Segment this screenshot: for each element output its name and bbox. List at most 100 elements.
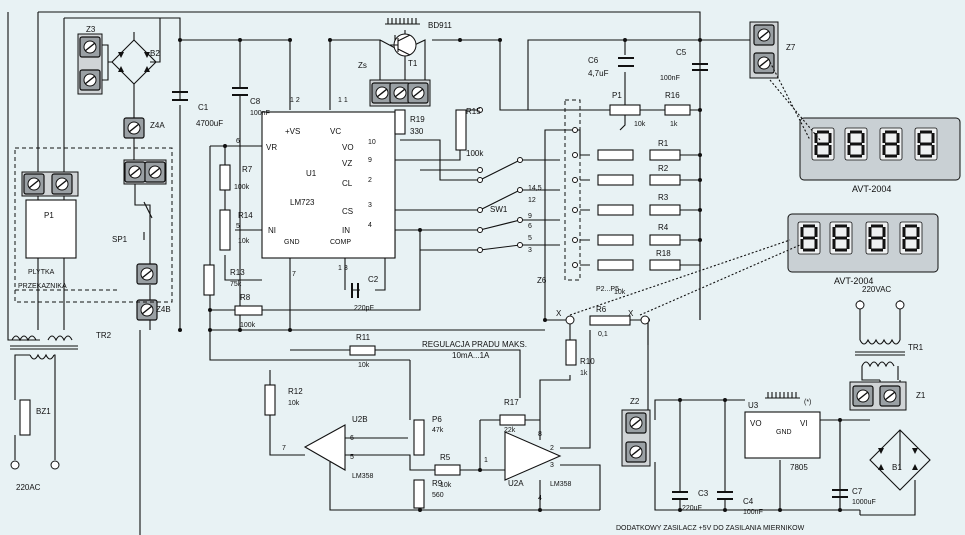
transistor-t1 (390, 33, 417, 57)
display-top-caption: AVT-2004 (852, 184, 891, 194)
label-u1: U1 (306, 169, 317, 178)
label-c7-val: 1000uF (852, 499, 876, 506)
label-tr2: TR2 (96, 331, 112, 340)
label-z4b: Z4B (156, 305, 171, 314)
pin-sw-3: 3 (528, 247, 532, 254)
label-bz1: BZ1 (36, 407, 51, 416)
label-regulation: REGULACJA PRADU MAKS. (422, 340, 527, 349)
pin-u2a-1: 1 (484, 457, 488, 464)
label-b2: B2 (150, 49, 160, 58)
pin-u1-3: 3 (368, 202, 372, 209)
pin-u1-gnd: GND (284, 239, 300, 246)
label-p1-val: 10k (634, 121, 646, 128)
label-r15-val: 100k (466, 149, 484, 158)
ic-u1-lm723 (261, 111, 396, 259)
pin-u2a-2: 2 (550, 445, 554, 452)
terminal-z1 (849, 381, 907, 411)
label-u2b-name: LM358 (352, 473, 374, 480)
label-r1: R1 (658, 139, 669, 148)
label-u2a-name: LM358 (550, 481, 572, 488)
pin-u1-2: 2 (368, 177, 372, 184)
label-z3: Z3 (86, 25, 96, 34)
pin-u3-vi: VI (800, 419, 808, 428)
label-c2: C2 (368, 275, 379, 284)
terminal-z3 (77, 33, 103, 95)
pin-u1-9: 9 (368, 157, 372, 164)
opamp-u2a (504, 431, 562, 481)
pin-u3-vo: VO (750, 419, 762, 428)
label-c5: C5 (676, 48, 687, 57)
pin-u2a-8: 8 (538, 431, 542, 438)
label-r13-val: 75k (230, 281, 242, 288)
display-leader-lines (569, 61, 821, 316)
pin-u1-10: 10 (368, 139, 376, 146)
label-r16: R16 (665, 91, 680, 100)
pin-u2b-7: 7 (282, 445, 286, 452)
terminal-relay-sp (136, 263, 158, 285)
label-c8-val: 100nF (250, 110, 270, 117)
display-bottom-caption: AVT-2004 (834, 276, 873, 286)
label-regulation-range: 10mA...1A (452, 351, 490, 360)
label-plytka: PLYTKA (28, 269, 55, 276)
bridge-b2 (111, 39, 157, 100)
ac-outlet-right (855, 300, 905, 310)
label-c4: C4 (743, 497, 754, 506)
pin-sw-9: 9 (528, 213, 532, 220)
label-u3: U3 (748, 401, 759, 410)
label-sw1: SW1 (490, 205, 508, 214)
label-r15: R15 (466, 107, 481, 116)
ic-u3-7805 (744, 411, 821, 459)
terminal-z4b (136, 299, 158, 321)
pin-u2a-4: 4 (538, 495, 542, 502)
label-r5-val: 10k (440, 482, 452, 489)
label-r7: R7 (242, 165, 253, 174)
transformer-tr1 (855, 338, 905, 381)
pin-x1: X (556, 309, 562, 318)
label-tr1: TR1 (908, 343, 924, 352)
label-r18: R18 (656, 249, 671, 258)
pin-u1-in: IN (342, 226, 350, 235)
label-c2-val: 220pF (354, 305, 374, 312)
resistors (19, 104, 691, 509)
label-sp1: SP1 (112, 235, 128, 244)
label-u2a: U2A (508, 479, 524, 488)
pin-u3-gnd: GND (776, 429, 792, 436)
label-r5: R5 (440, 453, 451, 462)
label-p1: P1 (612, 91, 622, 100)
label-r10-val: 1k (580, 370, 588, 377)
label-r19-val: 330 (410, 127, 424, 136)
label-p6-val: 47k (432, 427, 444, 434)
transformer-tr2 (10, 335, 78, 365)
relay-contact (143, 201, 153, 240)
connector-z6-outline (564, 99, 581, 281)
opamp-u2b (303, 424, 346, 471)
pin-labels: +VS VC VR VO VZ CL CS NI IN COMP GND 1 2… (236, 97, 811, 502)
label-r16-val: 1k (670, 121, 678, 128)
pin-u1-cl: CL (342, 179, 353, 188)
label-r13: R13 (230, 268, 245, 277)
capacitors (172, 57, 848, 500)
label-c3-val: 220uF (682, 505, 702, 512)
label-c6: C6 (588, 56, 599, 65)
pin-u1-6: 6 (236, 138, 240, 145)
relay-p1-box (25, 199, 77, 259)
pin-sw-12: 12 (528, 197, 536, 204)
pin-u1-11: 1 1 (338, 97, 348, 104)
ac-outlet-left (10, 460, 60, 470)
label-r8-val: 100k (240, 322, 256, 329)
junctions (178, 38, 842, 512)
label-r17: R17 (504, 398, 519, 407)
relay-board-outline (14, 147, 173, 303)
label-r11: R11 (356, 333, 371, 342)
pin-u2b-5: 5 (350, 454, 354, 461)
pin-u1-vz: VZ (342, 159, 352, 168)
label-r6-val: 0,1 (598, 331, 608, 338)
label-r11-val: 10k (358, 362, 370, 369)
label-zs: Zs (358, 61, 367, 70)
pin-u1-ni: NI (268, 226, 276, 235)
pin-u1-vc: VC (330, 127, 341, 136)
pin-sw-5: 5 (528, 235, 532, 242)
display-top (799, 117, 961, 181)
label-r3: R3 (658, 193, 669, 202)
